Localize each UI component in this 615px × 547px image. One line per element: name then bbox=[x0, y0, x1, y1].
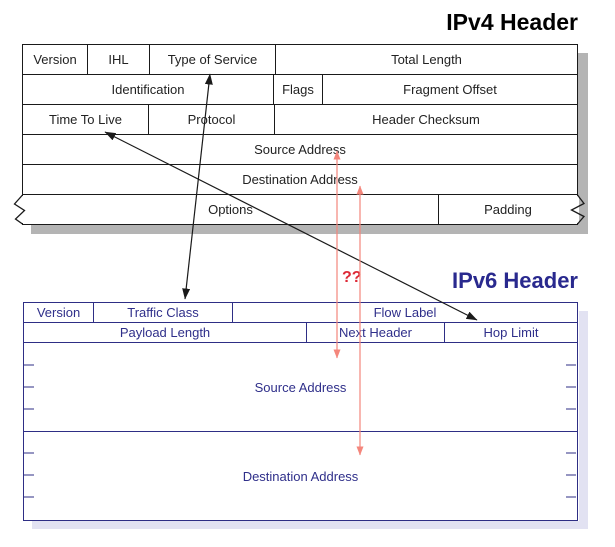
ipv6-field-hop-limit: Hop Limit bbox=[483, 325, 539, 340]
ipv4-field-version: Version bbox=[23, 45, 88, 74]
ipv6-row-1: Version Traffic Class Flow Label bbox=[24, 303, 577, 323]
ipv4-field-destination-address: Destination Address bbox=[242, 172, 358, 187]
ipv4-field-ihl: IHL bbox=[88, 45, 150, 74]
ipv6-field-next-header: Next Header bbox=[307, 323, 445, 342]
ipv6-field-destination-address: Destination Address bbox=[242, 468, 359, 484]
ipv4-field-header-checksum: Header Checksum bbox=[372, 112, 480, 127]
ipv6-row-2: Payload Length Next Header Hop Limit bbox=[24, 323, 577, 343]
ipv6-header-table: Version Traffic Class Flow Label Payload… bbox=[23, 302, 578, 521]
ipv6-table-shadow-bottom bbox=[32, 521, 588, 529]
ipv6-field-version: Version bbox=[24, 303, 94, 322]
ipv4-field-fragment-offset: Fragment Offset bbox=[403, 82, 497, 97]
ipv4-table-shadow-right bbox=[578, 53, 588, 233]
ipv4-field-flags: Flags bbox=[274, 75, 323, 104]
ipv4-row-3: Time To Live Protocol Header Checksum bbox=[23, 105, 577, 135]
ipv4-row-4: Source Address bbox=[23, 135, 577, 165]
ipv4-field-padding: Padding bbox=[484, 202, 532, 217]
ipv4-table-shadow-bottom bbox=[31, 225, 588, 234]
ipv6-title: IPv6 Header bbox=[452, 268, 578, 293]
ipv4-title: IPv4 Header bbox=[446, 9, 578, 35]
ipv6-field-payload-length: Payload Length bbox=[24, 323, 307, 342]
ipv6-field-source-address: Source Address bbox=[254, 379, 347, 395]
ipv6-field-flow-label: Flow Label bbox=[373, 305, 437, 320]
ipv4-row-1: Version IHL Type of Service Total Length bbox=[23, 45, 577, 75]
ipv6-row-destination: Destination Address bbox=[24, 432, 577, 520]
ipv4-field-identification: Identification bbox=[23, 75, 274, 104]
ipv4-field-type-of-service: Type of Service bbox=[150, 45, 276, 74]
ipv4-field-time-to-live: Time To Live bbox=[23, 105, 149, 134]
ipv6-row-source: Source Address bbox=[24, 343, 577, 432]
ipv6-field-traffic-class: Traffic Class bbox=[94, 303, 233, 322]
ipv4-row-2: Identification Flags Fragment Offset bbox=[23, 75, 577, 105]
ipv6-table-shadow-right bbox=[579, 311, 588, 529]
uncertain-mapping-label: ?? bbox=[342, 269, 362, 286]
ipv4-field-options: Options bbox=[23, 195, 439, 224]
ipv4-header-table: Version IHL Type of Service Total Length… bbox=[22, 44, 578, 225]
ipv4-field-protocol: Protocol bbox=[149, 105, 275, 134]
ipv4-field-source-address: Source Address bbox=[254, 142, 346, 157]
ipv4-row-5: Destination Address bbox=[23, 165, 577, 195]
ipv4-row-6: Options Padding bbox=[23, 195, 577, 224]
ipv4-field-total-length: Total Length bbox=[391, 52, 462, 67]
